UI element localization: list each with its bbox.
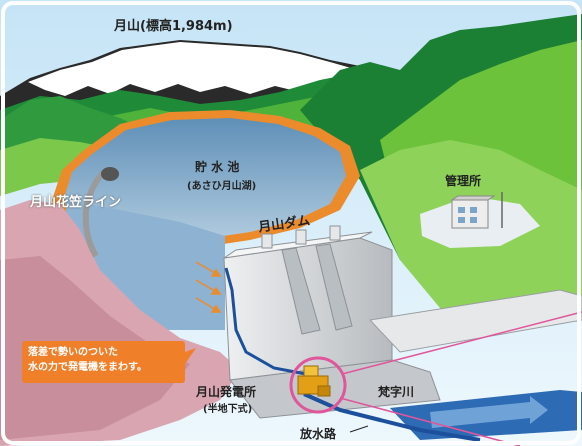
callout-box: 落差で勢いのついた 水の力で発電機をまわす。 bbox=[22, 341, 185, 383]
reservoir-water bbox=[64, 118, 346, 244]
road-label: 月山花笠ライン bbox=[30, 195, 122, 210]
power-station bbox=[297, 365, 331, 397]
intake-arrows bbox=[195, 261, 222, 313]
callout-line-1: 落差で勢いのついた bbox=[28, 347, 118, 358]
penstock bbox=[224, 267, 307, 376]
road bbox=[82, 169, 107, 258]
reservoir-label: 貯 水 池 bbox=[195, 160, 240, 174]
right-wall bbox=[368, 289, 582, 353]
outlet-channel bbox=[303, 392, 481, 442]
outlet-label: 放水路 bbox=[300, 427, 337, 441]
callout-line-2: 水の力で発電機をまわす。 bbox=[28, 362, 147, 373]
reservoir-sublabel: (あさひ月山湖) bbox=[187, 181, 257, 192]
dam bbox=[223, 225, 441, 419]
power-station-sublabel: (半地下式) bbox=[203, 404, 253, 415]
road-tunnel bbox=[101, 167, 119, 181]
office-label: 管理所 bbox=[445, 174, 482, 188]
office-building bbox=[450, 192, 503, 229]
outlet-leader bbox=[349, 425, 369, 433]
mountain-label: 月山(標高1,984m) bbox=[114, 19, 233, 34]
mountain-snow bbox=[28, 42, 372, 96]
power-station-label: 月山発電所 bbox=[196, 385, 257, 399]
power-station-highlight bbox=[289, 356, 347, 414]
river-label: 梵字川 bbox=[378, 385, 415, 399]
leader-line-lower bbox=[339, 397, 521, 446]
river-arrow bbox=[430, 396, 548, 428]
leader-line-upper bbox=[341, 311, 582, 375]
callout-pointer bbox=[185, 348, 196, 364]
